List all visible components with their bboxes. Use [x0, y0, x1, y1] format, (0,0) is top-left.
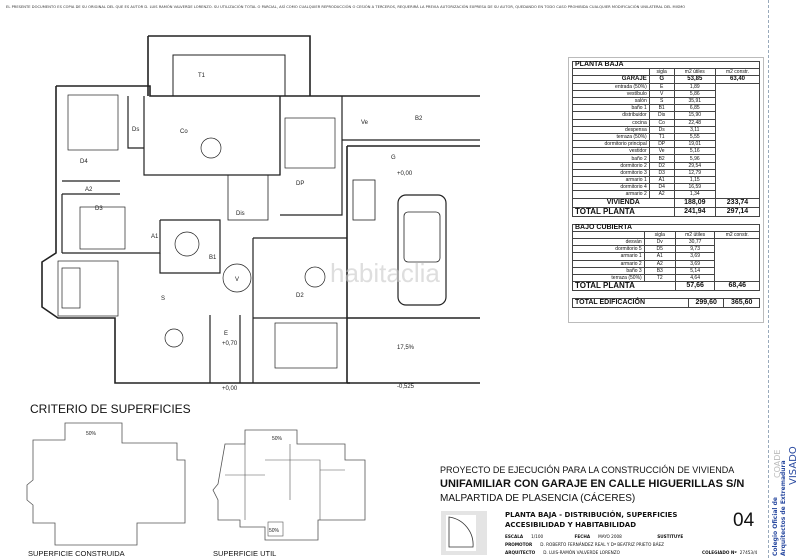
room-label-dis: Dis	[236, 211, 245, 217]
room-label-d3: D3	[95, 206, 103, 212]
terrace-outline	[147, 35, 311, 96]
floor-plan: T1 Co Ds D4 A2 D3 A1 B1 Dis V S E +0,70 …	[26, 35, 480, 546]
visado-stamp: Colegio Oficial de Arquitectos de Extrem…	[768, 0, 800, 558]
criterio-title: CRITERIO DE SUPERFICIES	[30, 402, 191, 416]
superficie-construida-outline	[26, 422, 186, 546]
table-title: PLANTA BAJA	[572, 60, 760, 70]
colegio-line1: Colegio Oficial de	[772, 497, 779, 556]
bed-icon	[79, 206, 126, 250]
room-label-a2: A2	[85, 187, 93, 193]
sheet-title2: ACCESIBILIDAD Y HABITABILIDAD	[505, 521, 637, 529]
visado-label: VISADO	[788, 446, 799, 485]
room-label-d4: D4	[80, 159, 88, 165]
level-entrance: +0,00	[222, 386, 238, 392]
project-title-line3: MALPARTIDA DE PLASENCIA (CÁCERES)	[440, 493, 636, 504]
level-street: -0,525	[397, 384, 415, 390]
bed-icon	[284, 117, 336, 169]
coade-logo: COADE	[773, 449, 782, 478]
bed-icon	[274, 322, 338, 369]
room-label-dp: DP	[296, 181, 304, 187]
room-label-e: E	[224, 331, 228, 337]
room-label-b1: B1	[209, 255, 217, 261]
table-title: BAJO CUBIERTA	[572, 223, 760, 232]
sheet-title1: PLANTA BAJA - DISTRIBUCIÓN, SUPERFICIES	[505, 511, 678, 519]
project-title-line1: PROYECTO DE EJECUCIÓN PARA LA CONSTRUCCI…	[440, 465, 735, 475]
superficie-util-outline	[212, 429, 366, 541]
wall-top	[56, 85, 480, 97]
pct-util-entrance: 50%	[269, 528, 280, 534]
room-label-s: S	[161, 296, 165, 302]
table-icon	[164, 328, 184, 348]
garage-walls	[346, 145, 480, 384]
copyright-disclaimer: EL PRESENTE DOCUMENTO ES COPIA DE SU ORI…	[6, 5, 686, 9]
room-label-a1: A1	[151, 234, 159, 240]
level-garage: +0,00	[397, 171, 413, 177]
sheet-number: 04	[733, 510, 755, 531]
superficie-util-label: SUPERFICIE UTIL	[213, 549, 277, 558]
pct-construida: 50%	[86, 431, 97, 437]
room-label-g: G	[391, 155, 396, 161]
bed-icon	[67, 94, 119, 151]
table-icon	[304, 266, 326, 288]
architect-logo	[441, 511, 487, 555]
room-label-d2: D2	[296, 293, 304, 299]
pct-util-terrace: 50%	[272, 436, 283, 442]
room-label-b2: B2	[415, 116, 423, 122]
terrace-inner	[172, 54, 286, 97]
level-e: +0,70	[222, 341, 238, 347]
room-label-ds: Ds	[132, 127, 139, 133]
wall-outer-left	[41, 86, 350, 384]
room-label-ve: Ve	[361, 120, 369, 126]
room-label-co: Co	[180, 129, 188, 135]
superficie-construida-label: SUPERFICIE CONSTRUIDA	[28, 549, 125, 558]
room-label-v: V	[235, 277, 239, 283]
project-title-line2: UNIFAMILIAR CON GARAJE EN CALLE HIGUERIL…	[440, 478, 745, 490]
car-icon	[397, 194, 447, 306]
ramp-slope: 17,5%	[397, 345, 415, 351]
room-label-t1: T1	[198, 73, 206, 79]
dining-table-icon	[61, 267, 81, 309]
watermark: habitaclia	[330, 258, 440, 288]
table-icon	[200, 137, 222, 159]
